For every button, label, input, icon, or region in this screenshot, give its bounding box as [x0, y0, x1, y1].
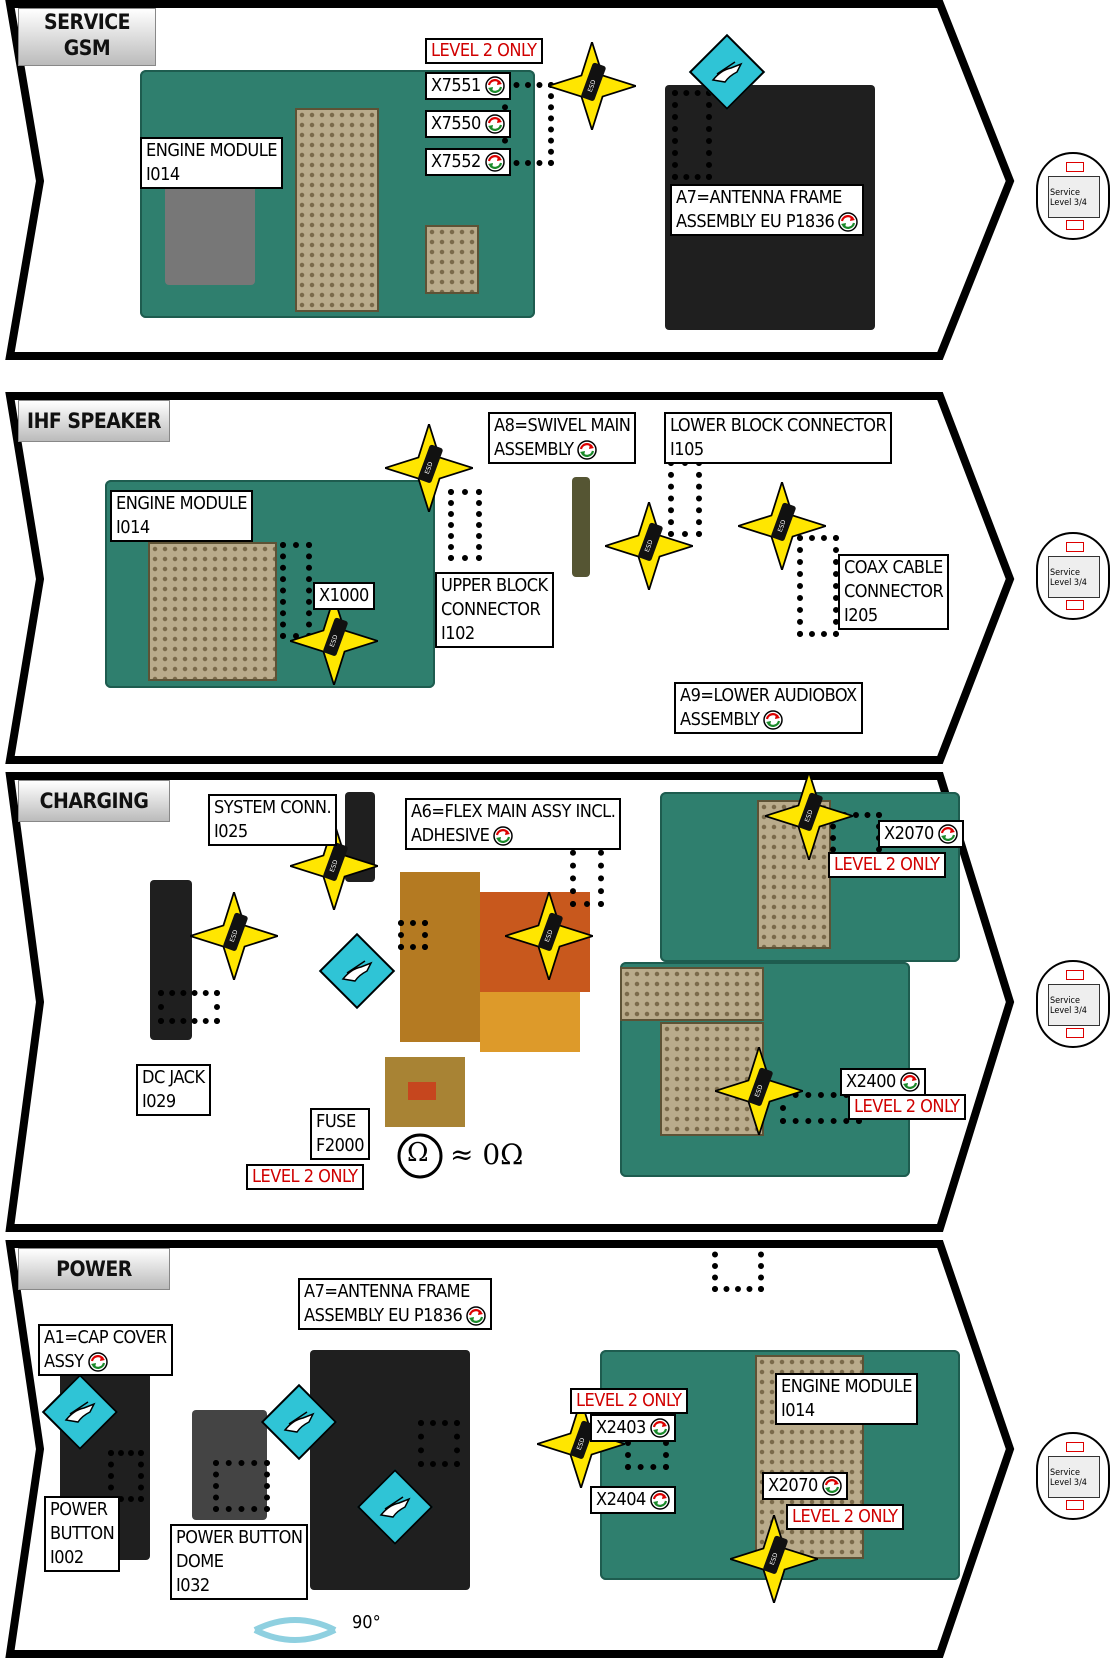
- dome-highlight: [213, 1460, 270, 1512]
- replace-cycle-icon: [838, 212, 858, 232]
- replace-cycle-icon: [763, 710, 783, 730]
- swivel-assembly: [572, 477, 590, 577]
- esd-warning-star-icon: [605, 502, 693, 590]
- replace-cycle-icon: [900, 1072, 920, 1092]
- sim-holder: [165, 175, 255, 285]
- x2404-label: X2404: [590, 1486, 676, 1514]
- level2-badge: LEVEL 2 ONLY: [570, 1388, 688, 1414]
- fuse-highlight: [398, 920, 428, 950]
- shield-can: [620, 967, 764, 1021]
- flex-main-assembly: [400, 872, 480, 1042]
- x1000-label: X1000: [313, 582, 375, 610]
- esd-warning-star-icon: [548, 42, 636, 130]
- esd-warning-star-icon: [715, 1047, 803, 1135]
- shield-can: [295, 108, 379, 312]
- antenna-contacts-highlight: [672, 90, 712, 180]
- level2-badge: LEVEL 2 ONLY: [828, 852, 946, 878]
- replace-cycle-icon: [822, 1476, 842, 1496]
- x7550-label: X7550: [425, 110, 511, 138]
- x2070-label: X2070: [762, 1472, 848, 1500]
- replace-cycle-icon: [493, 826, 513, 846]
- replace-cycle-icon: [650, 1490, 670, 1510]
- x2400-label: X2400: [840, 1068, 926, 1096]
- esd-warning-star-icon: [505, 892, 593, 980]
- replace-cycle-icon: [88, 1352, 108, 1372]
- flex-main-assembly: [480, 992, 580, 1052]
- x7551-label: X7551: [425, 72, 511, 100]
- shield-can: [148, 542, 277, 681]
- x7552-label: X7552: [425, 148, 511, 176]
- esd-warning-star-icon: [738, 482, 826, 570]
- replace-cycle-icon: [577, 440, 597, 460]
- replace-cycle-icon: [485, 152, 505, 172]
- ohm-value: ≈ 0Ω: [450, 1138, 523, 1171]
- x2070-highlight: [712, 1240, 764, 1292]
- level2-badge: LEVEL 2 ONLY: [246, 1164, 364, 1190]
- level2-badge: LEVEL 2 ONLY: [425, 38, 543, 64]
- level2-badge: LEVEL 2 ONLY: [786, 1504, 904, 1530]
- flex-main-assembly-label: A6=FLEX MAIN ASSY INCL.ADHESIVE: [405, 798, 621, 850]
- esd-warning-star-icon: [385, 424, 473, 512]
- shield-can: [425, 225, 479, 294]
- replace-cycle-icon: [650, 1418, 670, 1438]
- replace-cycle-icon: [485, 76, 505, 96]
- power-button-highlight: [108, 1450, 144, 1502]
- esd-warning-star-icon: [190, 892, 278, 980]
- x2070-label: X2070: [878, 820, 964, 848]
- replace-cycle-icon: [466, 1306, 486, 1326]
- rotate-arrow-icon: [245, 1610, 345, 1650]
- fuse-part: [408, 1082, 436, 1100]
- esd-warning-star-icon: [290, 597, 378, 685]
- x2403-label: X2403: [590, 1414, 676, 1442]
- esd-warning-star-icon: [765, 772, 853, 860]
- level2-badge: LEVEL 2 ONLY: [848, 1094, 966, 1120]
- panel-title: CHARGING: [18, 780, 170, 822]
- antenna-frame: [310, 1350, 470, 1590]
- panel-title: POWER: [18, 1248, 170, 1290]
- dc-jack-highlight: [158, 990, 220, 1024]
- rotation-angle: 90°: [352, 1612, 381, 1633]
- replace-cycle-icon: [938, 824, 958, 844]
- panel-title: IHF SPEAKER: [18, 400, 170, 442]
- replace-cycle-icon: [485, 114, 505, 134]
- system-connector-label: SYSTEM CONN.I025: [208, 794, 337, 846]
- ohm-symbol: Ω: [407, 1138, 429, 1168]
- panel-charging: CHARGING Ω ≈ 0Ω SYSTEM CONN.I025 A6=FLEX…: [0, 772, 1022, 1232]
- antenna-contacts-highlight: [418, 1420, 460, 1467]
